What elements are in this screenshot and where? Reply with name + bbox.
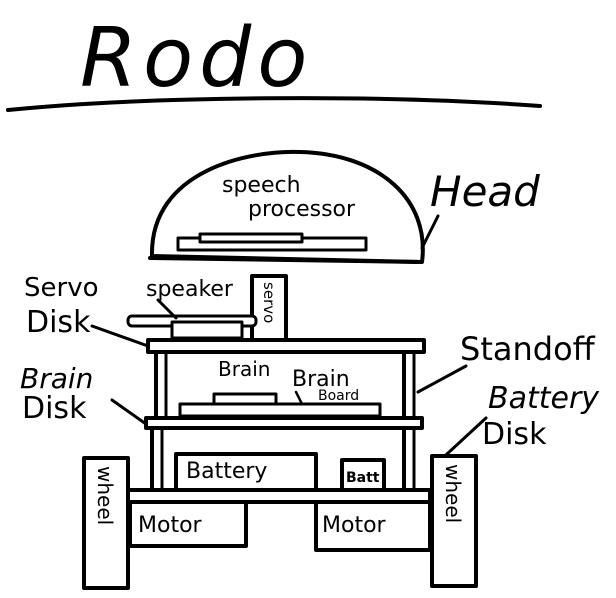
head-leader — [420, 214, 440, 250]
label-battery-disk-2: Disk — [482, 417, 547, 452]
label-brain-board-2: Board — [318, 388, 359, 404]
label-brain-disk-2: Disk — [22, 391, 87, 426]
brain-board-leader — [294, 390, 304, 406]
standoff-leader — [416, 364, 468, 394]
title-underline — [6, 96, 542, 112]
label-servo-disk-2: Disk — [26, 305, 91, 340]
label-battery: Battery — [186, 459, 267, 484]
diagram-title: Rodo — [80, 11, 313, 106]
wheel-right — [430, 454, 478, 588]
speech-processor-chip — [198, 232, 304, 244]
label-speech-processor-2: processor — [248, 197, 356, 222]
label-wheel-right: wheel — [441, 464, 465, 523]
servo-disk-leader — [90, 324, 150, 348]
label-brain-disk-1: Brain — [20, 362, 93, 395]
label-motor-left: Motor — [138, 513, 203, 538]
head-base-line — [148, 256, 422, 264]
brain-disk-leader — [110, 398, 148, 426]
upper-disk — [146, 338, 426, 354]
label-speaker: speaker — [146, 277, 234, 302]
brain-disk — [144, 416, 424, 430]
label-brain-board-1: Brain — [292, 367, 350, 392]
label-servo-disk-1: Servo — [24, 273, 98, 303]
label-standoff: Standoff — [460, 330, 596, 368]
wheel-left — [82, 456, 130, 590]
speaker-leader — [156, 298, 178, 320]
label-speech-processor-1: speech — [222, 173, 301, 198]
speaker — [170, 320, 244, 340]
label-motor-right: Motor — [322, 513, 387, 538]
label-wheel-left: wheel — [93, 466, 117, 525]
label-battery-disk-1: Battery — [488, 381, 600, 416]
label-batt: Batt — [346, 470, 380, 486]
brain-board — [178, 402, 382, 418]
standoffs — [150, 350, 416, 492]
label-servo: servo — [260, 282, 278, 323]
label-head: Head — [430, 167, 540, 216]
label-brain: Brain — [218, 357, 270, 381]
